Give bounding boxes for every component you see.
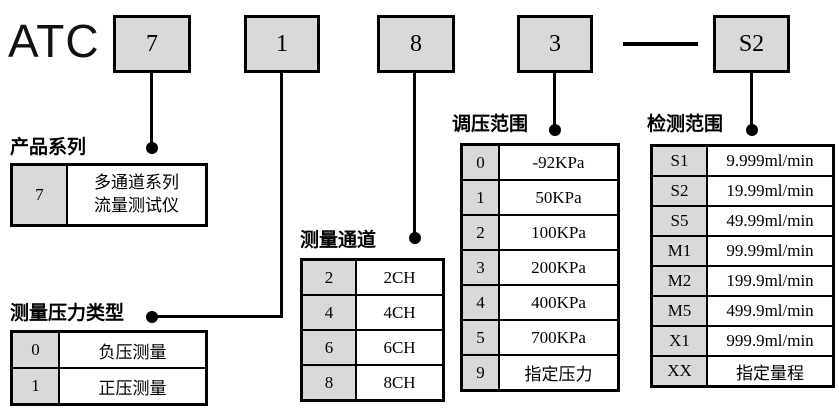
table-product-series: 7 多通道系列 流量测试仪 bbox=[10, 163, 208, 227]
code-cell: 2 bbox=[300, 258, 357, 296]
desc-cell: 999.9ml/min bbox=[706, 325, 835, 357]
table-row: M1 99.99ml/min bbox=[650, 235, 835, 267]
table-pressure-range: 0 -92KPa 1 50KPa 2 100KPa 3 200KPa 4 400… bbox=[460, 143, 620, 392]
code-cell: X1 bbox=[650, 325, 708, 357]
junction-dot-channels bbox=[409, 232, 421, 244]
table-channels: 2 2CH 4 4CH 6 6CH 8 8CH bbox=[300, 258, 445, 402]
junction-dot-detect-range bbox=[746, 124, 758, 136]
code-cell: S2 bbox=[650, 175, 708, 207]
desc-cell: 50KPa bbox=[498, 179, 620, 216]
code-cell: 6 bbox=[300, 329, 357, 366]
code-box-series: 7 bbox=[113, 15, 191, 73]
code-cell: 5 bbox=[460, 319, 500, 356]
code-cell: 9 bbox=[460, 354, 500, 392]
section-title-pressure-type: 测量压力类型 bbox=[10, 303, 125, 324]
junction-dot-pressure-type bbox=[146, 311, 158, 323]
code-cell: 1 bbox=[10, 367, 60, 406]
desc-cell: 200KPa bbox=[498, 249, 620, 286]
code-cell: 1 bbox=[460, 179, 500, 216]
desc-cell: 多通道系列 流量测试仪 bbox=[66, 163, 208, 227]
section-title-pressure-range: 调压范围 bbox=[452, 114, 529, 135]
code-cell: 0 bbox=[10, 330, 60, 369]
code-cell: S5 bbox=[650, 205, 708, 237]
table-detect-range: S1 9.999ml/min S2 19.99ml/min S5 49.99ml… bbox=[650, 144, 835, 388]
table-row: 2 2CH bbox=[300, 258, 445, 296]
table-row: 4 400KPa bbox=[460, 284, 620, 321]
desc-cell: 指定量程 bbox=[706, 355, 835, 388]
table-row: 3 200KPa bbox=[460, 249, 620, 286]
table-row: 1 50KPa bbox=[460, 179, 620, 216]
desc-cell: 指定压力 bbox=[498, 354, 620, 392]
desc-cell: 8CH bbox=[355, 364, 445, 402]
separator-dash bbox=[623, 42, 698, 46]
desc-cell: 2CH bbox=[355, 258, 445, 296]
code-cell: M1 bbox=[650, 235, 708, 267]
table-row: S1 9.999ml/min bbox=[650, 144, 835, 177]
connector-line-pressure-range bbox=[553, 72, 556, 130]
desc-cell: -92KPa bbox=[498, 143, 620, 181]
table-row: X1 999.9ml/min bbox=[650, 325, 835, 357]
code-box-channels: 8 bbox=[377, 15, 455, 73]
junction-dot-pressure-range bbox=[549, 124, 561, 136]
code-cell: 8 bbox=[300, 364, 357, 402]
connector-line-detect-range bbox=[750, 72, 753, 130]
code-box-pressure-range-label: 3 bbox=[549, 30, 561, 57]
code-box-detect-range-label: S2 bbox=[738, 30, 765, 57]
code-cell: S1 bbox=[650, 144, 708, 177]
code-cell: M5 bbox=[650, 295, 708, 327]
desc-cell: 199.9ml/min bbox=[706, 265, 835, 297]
code-cell: M2 bbox=[650, 265, 708, 297]
connector-line-series bbox=[150, 72, 153, 144]
table-row: 0 -92KPa bbox=[460, 143, 620, 181]
table-row: 1 正压测量 bbox=[10, 367, 208, 406]
desc-cell: 19.99ml/min bbox=[706, 175, 835, 207]
desc-cell: 700KPa bbox=[498, 319, 620, 356]
brand-text: ATC bbox=[8, 15, 100, 67]
table-row: 0 负压测量 bbox=[10, 330, 208, 369]
table-row: S5 49.99ml/min bbox=[650, 205, 835, 237]
desc-cell: 49.99ml/min bbox=[706, 205, 835, 237]
section-title-product-series: 产品系列 bbox=[10, 137, 87, 158]
desc-cell: 9.999ml/min bbox=[706, 144, 835, 177]
desc-cell: 正压测量 bbox=[58, 367, 208, 406]
code-box-pressure-type-label: 1 bbox=[276, 30, 288, 57]
code-box-detect-range: S2 bbox=[713, 15, 790, 73]
code-box-pressure-type: 1 bbox=[244, 15, 320, 73]
table-row: 4 4CH bbox=[300, 294, 445, 331]
table-row: S2 19.99ml/min bbox=[650, 175, 835, 207]
code-cell: XX bbox=[650, 355, 708, 388]
code-box-channels-label: 8 bbox=[410, 30, 422, 57]
connector-line-channels bbox=[413, 72, 416, 238]
table-row: M2 199.9ml/min bbox=[650, 265, 835, 297]
table-row: 7 多通道系列 流量测试仪 bbox=[10, 163, 208, 227]
desc-cell: 负压测量 bbox=[58, 330, 208, 369]
table-row: XX 指定量程 bbox=[650, 355, 835, 388]
code-box-pressure-range: 3 bbox=[517, 15, 593, 73]
table-row: M5 499.9ml/min bbox=[650, 295, 835, 327]
connector-line-pressure-type-horizontal bbox=[152, 315, 283, 318]
desc-cell: 6CH bbox=[355, 329, 445, 366]
table-row: 9 指定压力 bbox=[460, 354, 620, 392]
desc-cell: 400KPa bbox=[498, 284, 620, 321]
code-cell: 0 bbox=[460, 143, 500, 181]
section-title-detect-range: 检测范围 bbox=[647, 114, 724, 135]
code-cell: 4 bbox=[460, 284, 500, 321]
code-box-series-label: 7 bbox=[146, 30, 158, 57]
section-title-channels: 测量通道 bbox=[300, 230, 377, 251]
desc-cell: 100KPa bbox=[498, 214, 620, 251]
table-pressure-type: 0 负压测量 1 正压测量 bbox=[10, 330, 208, 406]
code-cell: 4 bbox=[300, 294, 357, 331]
connector-line-pressure-type-vertical bbox=[280, 72, 283, 318]
desc-cell: 4CH bbox=[355, 294, 445, 331]
code-cell: 3 bbox=[460, 249, 500, 286]
junction-dot-series bbox=[146, 142, 158, 154]
desc-cell: 99.99ml/min bbox=[706, 235, 835, 267]
desc-cell: 499.9ml/min bbox=[706, 295, 835, 327]
table-row: 6 6CH bbox=[300, 329, 445, 366]
table-row: 5 700KPa bbox=[460, 319, 620, 356]
code-cell: 2 bbox=[460, 214, 500, 251]
table-row: 2 100KPa bbox=[460, 214, 620, 251]
table-row: 8 8CH bbox=[300, 364, 445, 402]
code-cell: 7 bbox=[10, 163, 68, 227]
